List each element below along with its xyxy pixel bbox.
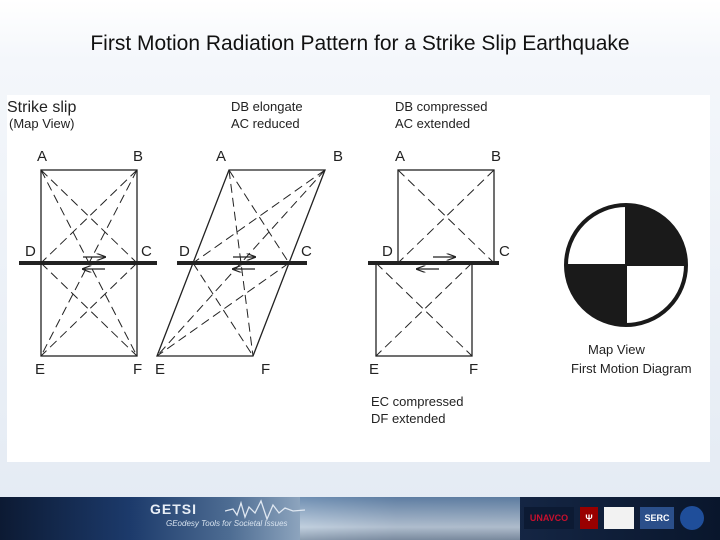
strike-slip-diagram: Strike slip (Map View) DB elongate AC re… [7,99,692,426]
serc-logo: SERC [640,507,674,529]
diagram-subheading: (Map View) [9,116,75,131]
panel3-top-label-2: AC extended [395,116,470,131]
panel2-label-2: AC reduced [231,116,300,131]
label-c-2: C [301,243,312,260]
panel-1-undeformed [19,169,157,357]
getsi-tagline: GEodesy Tools for Societal Issues [166,519,288,528]
seismogram-icon [225,499,305,521]
beach-ball [564,203,688,327]
label-f-2: F [261,361,270,378]
panel3-bottom-label-2: DF extended [371,411,445,426]
beach-ball-caption-2: First Motion Diagram [571,361,692,376]
indiana-university-logo: Ψ [580,507,598,529]
label-c-1: C [141,243,152,260]
footer-landscape [300,497,520,540]
panel3-bottom-label-1: EC compressed [371,394,463,409]
footer-banner: GETSI GEodesy Tools for Societal Issues … [0,497,720,540]
label-c-3: C [499,243,510,260]
beach-ball-caption-1: Map View [588,342,645,357]
label-d-2: D [179,243,190,260]
diagram-panel: Strike slip (Map View) DB elongate AC re… [7,95,710,462]
label-d-3: D [382,243,393,260]
label-f-3: F [469,361,478,378]
getsi-logo: GETSI [150,501,198,517]
slide-title: First Motion Radiation Pattern for a Str… [90,32,630,55]
label-e-2: E [155,361,165,378]
label-b-1: B [133,148,143,165]
panel-3-offset [368,169,499,357]
nsf-logo [680,506,704,530]
label-e-1: E [35,361,45,378]
label-a-3: A [395,148,405,165]
panel-2-elongate [156,169,326,357]
panel3-top-label-1: DB compressed [395,99,487,114]
diagram-heading: Strike slip [7,99,76,116]
label-b-3: B [491,148,501,165]
panel2-label-1: DB elongate [231,99,303,114]
unavco-logo: UNAVCO [524,507,574,529]
partner-seal-logo [604,507,634,529]
label-e-3: E [369,361,379,378]
label-a-2: A [216,148,226,165]
label-a-1: A [37,148,47,165]
label-d-1: D [25,243,36,260]
label-b-2: B [333,148,343,165]
partner-logos: UNAVCO Ψ SERC [524,505,704,531]
label-f-1: F [133,361,142,378]
